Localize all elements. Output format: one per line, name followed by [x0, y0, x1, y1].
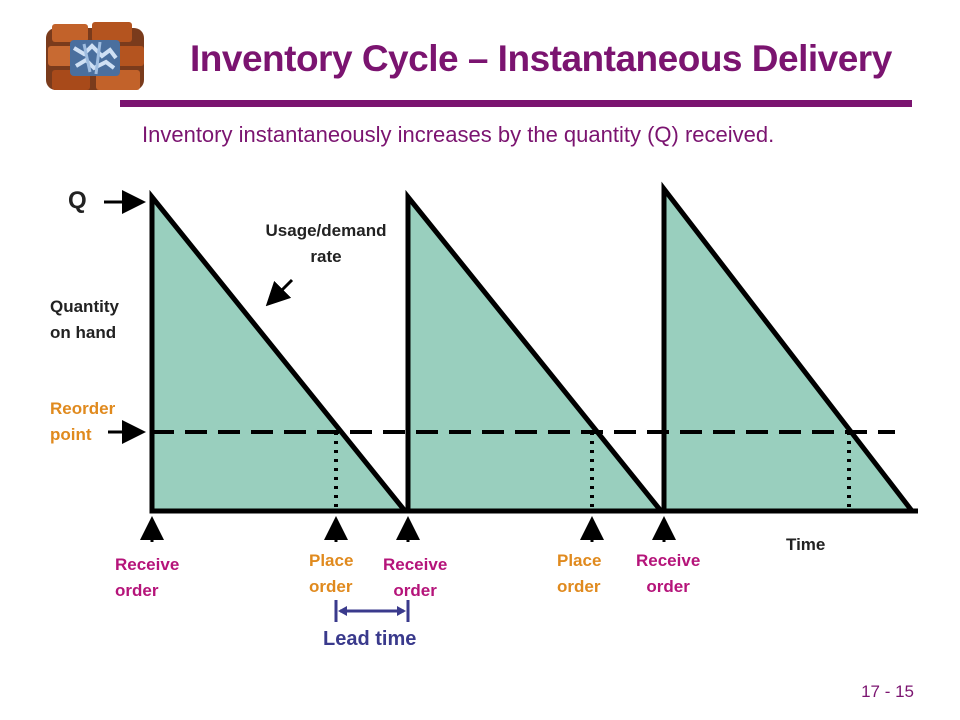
event-place-order-2: Place order [557, 551, 602, 596]
event-receive-order-2: Receive order [383, 555, 448, 600]
usage-arrow [265, 278, 294, 307]
reorder-point-label: Reorder point [50, 399, 116, 444]
subtitle: Inventory instantaneously increases by t… [142, 122, 775, 147]
page-title: Inventory Cycle – Instantaneous Delivery [190, 38, 892, 79]
lead-time-bracket [334, 600, 410, 622]
event-receive-order-3: Receive order [636, 551, 701, 596]
cycle-3-area [661, 181, 918, 514]
y-axis-label: Quantity on hand [50, 297, 119, 342]
usage-rate-label: Usage/demand rate [265, 221, 387, 266]
title-rule [120, 100, 912, 107]
event-place-order-1: Place order [309, 551, 354, 596]
lead-time-label: Lead time [323, 628, 417, 650]
event-receive-order-1: Receive order [115, 555, 180, 600]
page-number: 17 - 15 [861, 682, 914, 701]
q-label: Q [68, 187, 87, 214]
cycle-2-area [405, 189, 667, 514]
stone-wall-logo-icon [46, 22, 144, 90]
x-axis-label: Time [786, 535, 826, 554]
